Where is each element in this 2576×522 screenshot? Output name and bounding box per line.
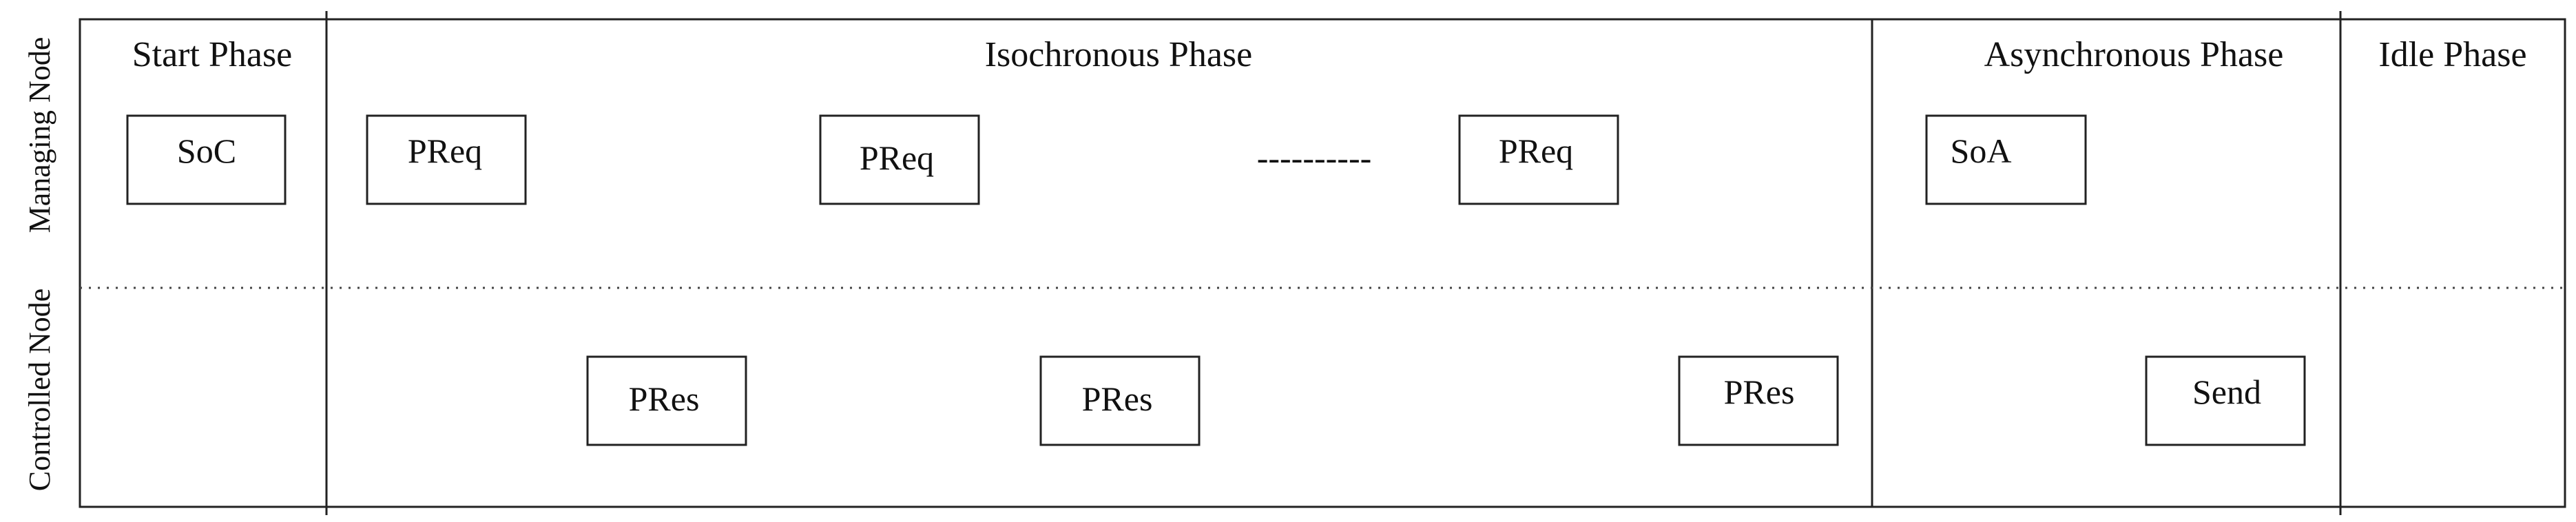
ellipsis-dashes: ---------- bbox=[1257, 138, 1372, 177]
frame-send-label: Send bbox=[2192, 373, 2261, 411]
phase-title-idle: Idle Phase bbox=[2378, 35, 2526, 74]
frame-preq-1-label: PReq bbox=[408, 132, 482, 170]
frame-pres-2-label: PRes bbox=[1082, 379, 1153, 418]
phase-title-isochronous: Isochronous Phase bbox=[985, 35, 1253, 74]
frame-preq-2-label: PReq bbox=[860, 138, 934, 177]
diagram-border bbox=[79, 18, 2566, 508]
frame-soc: SoC bbox=[126, 114, 287, 205]
frame-pres-2: PRes bbox=[1039, 355, 1201, 446]
frame-soa: SoA bbox=[1925, 114, 2087, 205]
frame-preq-2: PReq bbox=[819, 114, 980, 205]
row-label-managing-node: Managing Node bbox=[23, 37, 56, 233]
phase-title-asynchronous: Asynchronous Phase bbox=[1984, 35, 2284, 74]
frame-soc-label: SoC bbox=[177, 132, 236, 170]
frame-soa-label: SoA bbox=[1951, 132, 2012, 170]
frame-pres-1-label: PRes bbox=[629, 379, 700, 418]
row-label-controlled-node: Controlled Node bbox=[23, 289, 56, 492]
frame-preq-3-label: PReq bbox=[1499, 132, 1573, 170]
phase-title-start: Start Phase bbox=[132, 35, 293, 74]
frame-pres-1: PRes bbox=[586, 355, 747, 446]
frame-send: Send bbox=[2145, 355, 2306, 446]
frame-preq-1: PReq bbox=[366, 114, 527, 205]
frame-pres-3-label: PRes bbox=[1724, 373, 1795, 411]
frame-pres-3: PRes bbox=[1678, 355, 1839, 446]
frame-preq-3: PReq bbox=[1458, 114, 1619, 205]
